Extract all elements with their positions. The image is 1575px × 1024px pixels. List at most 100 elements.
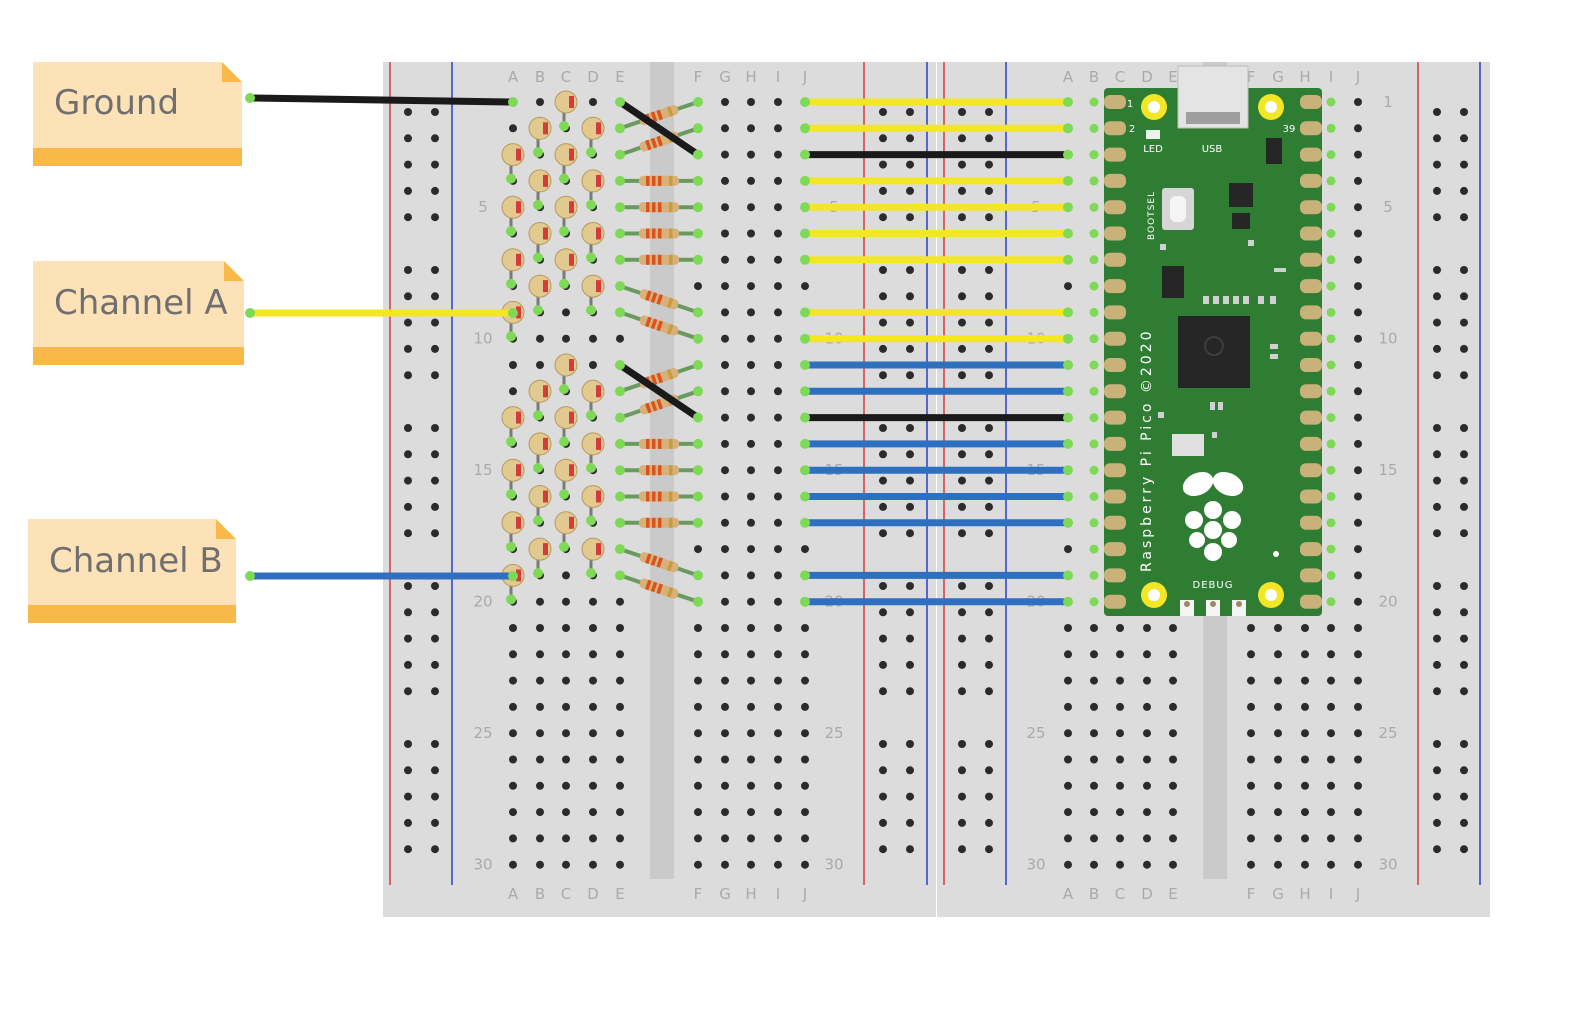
column-label: B: [535, 68, 545, 86]
rail-hole: [958, 608, 966, 617]
column-label: B: [1089, 68, 1099, 86]
rail-hole: [906, 318, 914, 327]
hole: [1327, 650, 1335, 659]
photoresistor: [501, 248, 525, 289]
rail-hole: [1460, 582, 1468, 590]
rail-hole: [958, 213, 966, 222]
column-label: H: [1299, 885, 1310, 903]
hole: [1116, 650, 1124, 659]
column-label: D: [1141, 885, 1153, 903]
debug-pads: [1180, 600, 1246, 616]
pico-pad: [1300, 410, 1322, 425]
rail-hole: [958, 318, 966, 327]
column-label: I: [776, 885, 780, 903]
rail-hole: [906, 186, 914, 195]
pico-pad: [1300, 173, 1322, 188]
hole: [1169, 834, 1177, 843]
rail-hole: [404, 160, 412, 169]
pico-led-label: LED: [1143, 144, 1163, 155]
rail-hole: [431, 766, 439, 775]
rail-hole: [879, 792, 887, 801]
hole: [774, 571, 782, 580]
rail-hole: [1460, 213, 1468, 222]
rail-hole: [906, 371, 914, 380]
hole: [1247, 834, 1255, 843]
hole: [562, 650, 570, 659]
rail-hole: [1433, 634, 1441, 643]
hole: [562, 702, 570, 711]
hole: [721, 702, 729, 711]
channel-a-wire: [245, 308, 518, 318]
hole: [1143, 834, 1151, 843]
hole: [1354, 150, 1362, 159]
resistor: [615, 491, 703, 502]
photoresistor: [581, 379, 605, 421]
hole: [801, 676, 809, 685]
rail-hole: [1460, 608, 1468, 617]
hole: [1301, 650, 1309, 659]
hole: [1301, 808, 1309, 817]
hole: [747, 203, 755, 212]
pico-pin1-label: 1: [1127, 99, 1133, 110]
rail-hole: [958, 344, 966, 353]
rail-hole: [958, 476, 966, 485]
hole: [1143, 860, 1151, 869]
pico-pad: [1300, 568, 1322, 583]
pico-pad: [1104, 489, 1126, 504]
photoresistor: [528, 379, 552, 421]
rail-hole: [404, 634, 412, 643]
hole: [589, 781, 597, 790]
hole: [774, 439, 782, 448]
hole: [721, 124, 729, 133]
hole: [1274, 834, 1282, 843]
hole: [721, 676, 729, 685]
column-label: I: [1329, 68, 1333, 86]
rail-hole: [906, 160, 914, 169]
hole: [774, 255, 782, 264]
rail-hole: [1433, 292, 1441, 301]
pico-wire-a: [800, 228, 1073, 239]
pico-pad: [1300, 147, 1322, 162]
hole: [747, 255, 755, 264]
pico-pin39-label: 39: [1283, 124, 1296, 135]
rail-hole: [1433, 424, 1441, 432]
hole: [721, 308, 729, 317]
hole: [589, 624, 597, 632]
hole: [536, 729, 544, 738]
note-channel-a-label: Channel A: [54, 283, 228, 323]
rail-hole: [404, 529, 412, 538]
hole: [747, 308, 755, 317]
photoresistor: [581, 537, 605, 579]
hole: [1354, 282, 1362, 291]
hole: [747, 650, 755, 659]
hole: [1064, 808, 1072, 817]
rail-hole: [1460, 766, 1468, 775]
rail-hole: [404, 266, 412, 274]
rail-hole: [404, 344, 412, 353]
hole: [747, 492, 755, 501]
hole: [1354, 781, 1362, 790]
photoresistor: [501, 458, 525, 500]
rail-hole: [431, 292, 439, 301]
hole: [1354, 624, 1362, 632]
hole: [1354, 124, 1362, 133]
rail-hole: [906, 766, 914, 775]
hole: [721, 229, 729, 238]
note-channel-b: Channel B: [28, 519, 236, 623]
rail-hole: [958, 502, 966, 511]
hole: [589, 597, 597, 606]
hole: [747, 439, 755, 448]
pico-pad: [1104, 173, 1126, 188]
rail-hole: [985, 160, 993, 169]
rail-hole: [1460, 424, 1468, 432]
rail-hole: [404, 608, 412, 617]
hole: [616, 676, 624, 685]
rail-hole: [906, 845, 914, 854]
pico-pin: [1326, 570, 1336, 580]
hole: [721, 98, 729, 106]
hole: [616, 729, 624, 738]
hole: [774, 150, 782, 159]
photoresistor: [581, 432, 605, 473]
photoresistor: [528, 432, 552, 473]
hole: [1169, 729, 1177, 738]
